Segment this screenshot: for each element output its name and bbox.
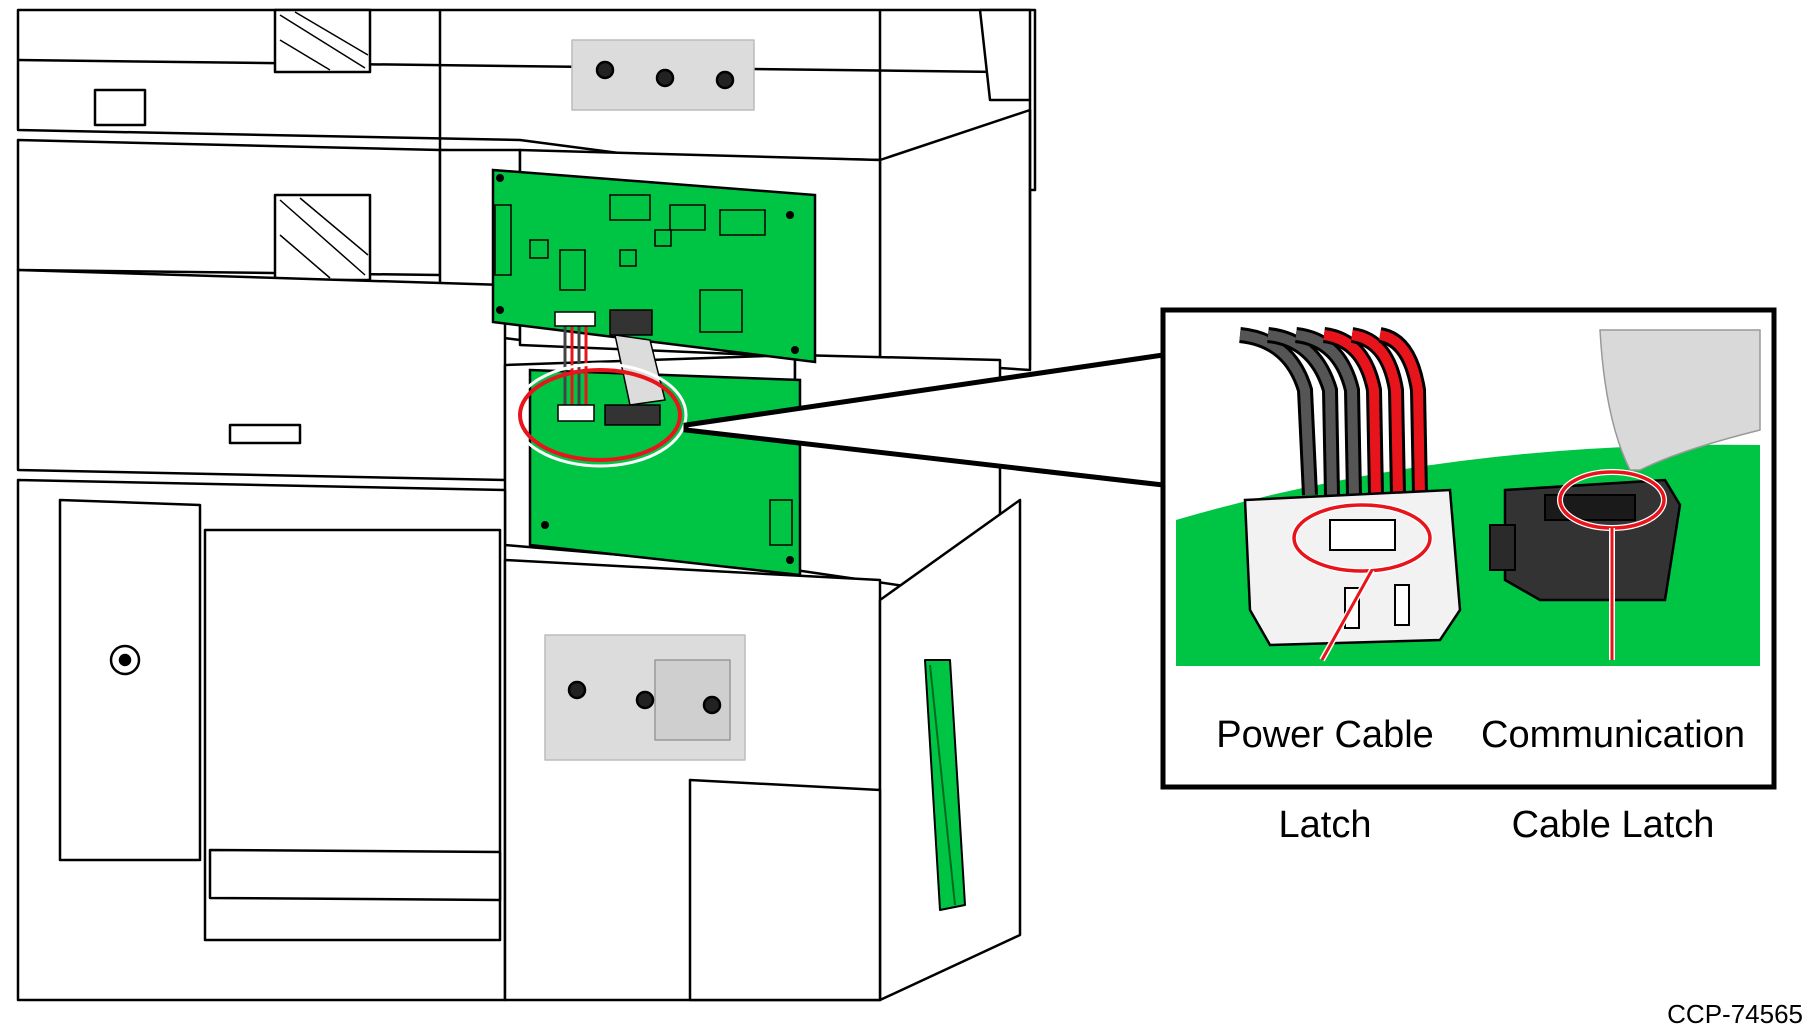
comm-label-line1: Communication — [1481, 714, 1745, 756]
power-label-line1: Power Cable — [1216, 714, 1434, 756]
third-module-left — [16, 268, 507, 482]
power-cable-latch-label: Power Cable Latch — [1200, 668, 1450, 893]
power-latch-leader — [1320, 569, 1374, 661]
top-plate-screw-1 — [595, 60, 615, 80]
device-body — [16, 8, 1037, 1002]
comm-label-line2: Cable Latch — [1511, 804, 1715, 846]
power-latch-highlight — [1292, 503, 1432, 573]
power-label-line2: Latch — [1278, 804, 1372, 846]
top-plate-screw-3 — [715, 70, 735, 90]
ribbon-cable — [1599, 329, 1761, 471]
unit-highlight-ellipse — [518, 368, 682, 462]
second-module-left — [16, 138, 442, 277]
slot-handle — [228, 423, 302, 445]
board-cables — [554, 309, 666, 426]
callout-detail-image — [1176, 327, 1761, 666]
left-display-window — [93, 88, 147, 127]
document-id: CCP-74565 — [1667, 999, 1803, 1029]
comm-cable-latch-label: Communication Cable Latch — [1468, 668, 1758, 893]
top-plate-screw-2 — [655, 68, 675, 88]
